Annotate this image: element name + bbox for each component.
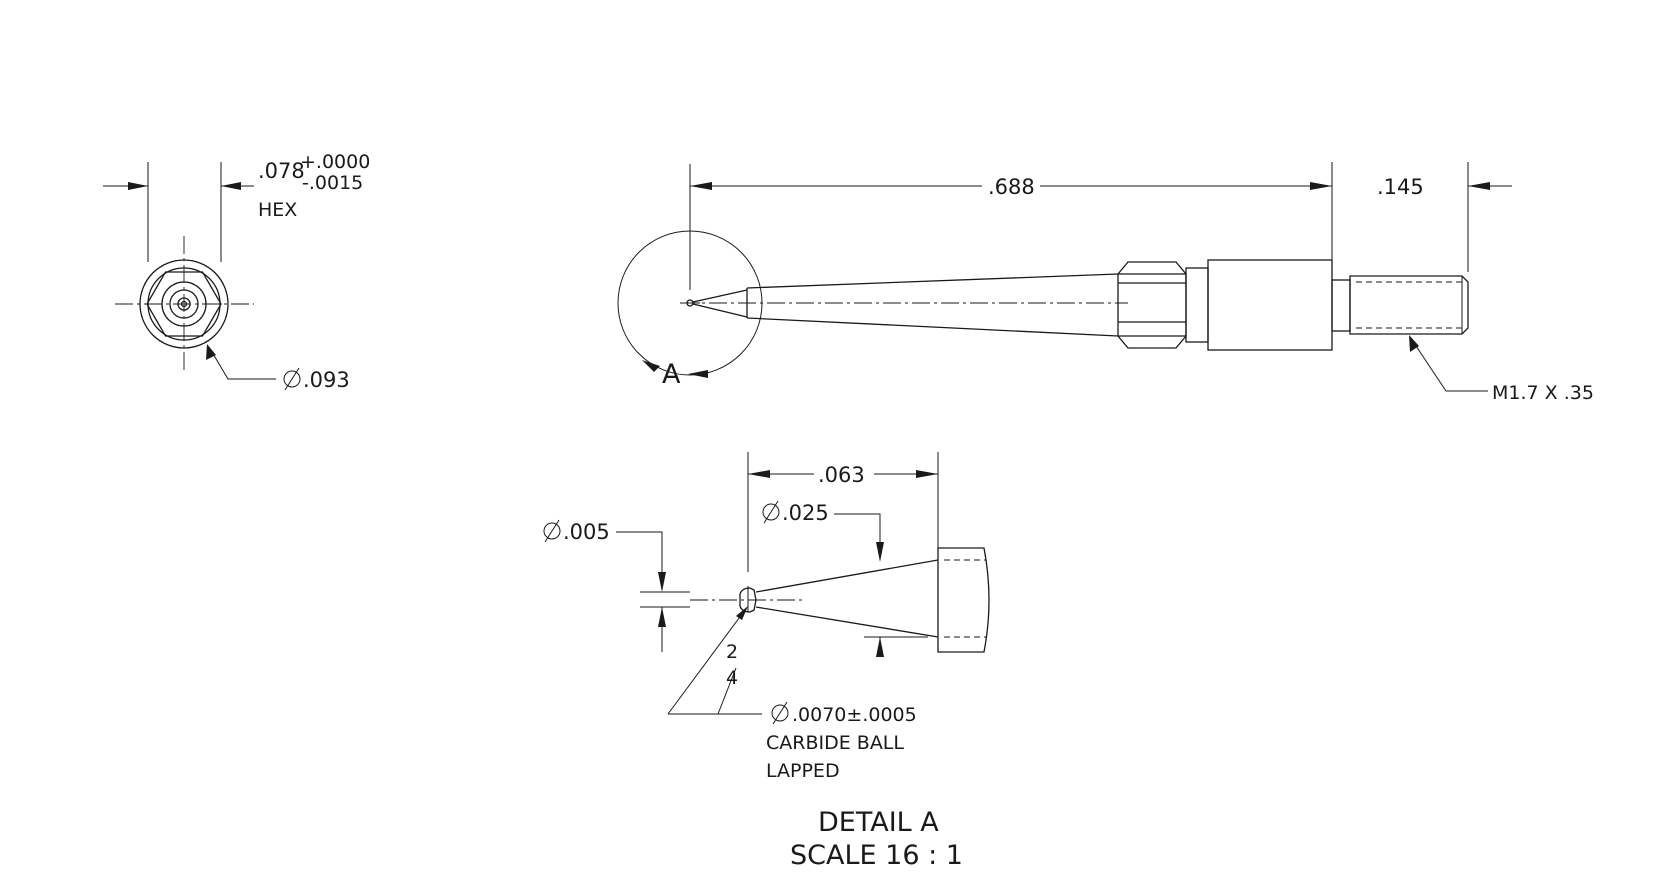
inner-circle-2 <box>169 289 199 319</box>
body-cylinder <box>1207 259 1333 351</box>
stylus-tip-lower <box>692 303 748 318</box>
outer-diameter-circle <box>139 259 229 349</box>
hex-label-text: HEX <box>258 199 297 221</box>
tip-circle <box>177 297 191 311</box>
thread-leader <box>1413 342 1488 392</box>
tip-diameter-text: .005 <box>563 520 610 544</box>
shank-diameter-text: .025 <box>782 501 829 525</box>
hex-outline <box>146 271 222 337</box>
tip-dot <box>180 300 188 308</box>
ball-diameter-text: .0070±.0005 <box>792 704 917 726</box>
detail-a-circle <box>617 230 763 376</box>
shank-dim-arrow-top <box>876 542 884 562</box>
thread-undercut <box>1331 279 1351 332</box>
detail-marker-text: A <box>662 359 681 390</box>
length-text: .688 <box>988 175 1035 199</box>
ball-leader-arrow <box>736 606 748 620</box>
ball-material-text: CARBIDE BALL <box>766 732 904 754</box>
thread-spec-text: M1.7 X .35 <box>1492 382 1594 404</box>
inner-circle <box>161 281 207 327</box>
angle-top-text: 2 <box>726 641 738 663</box>
end-view: .078 +.0000 -.0015 HEX .093 <box>103 151 370 392</box>
hex-inscribed-circle <box>147 267 221 341</box>
hex-section <box>1117 261 1187 349</box>
shank-dim-arrow-bottom <box>876 637 884 657</box>
side-view: .688 .145 A <box>617 162 1594 404</box>
hex-size-text: .078 <box>258 159 305 183</box>
stylus-tip-upper <box>692 289 748 303</box>
carbide-ball <box>739 587 757 613</box>
detail-scale-text: SCALE 16 : 1 <box>790 840 963 871</box>
thread-length-text: .145 <box>1377 175 1424 199</box>
angle-bottom-text: 4 <box>726 667 738 689</box>
stylus-taper-lower <box>746 317 1119 337</box>
arrow-left <box>128 182 148 190</box>
diameter-symbol <box>771 701 789 725</box>
detail-dim-arrow-right <box>916 470 938 478</box>
tip-dim-arrow-bottom <box>658 607 666 627</box>
thread-section <box>1349 275 1469 335</box>
diameter-symbol <box>762 500 780 524</box>
detail-cone-lower <box>755 606 939 638</box>
diameter-leader <box>211 351 276 380</box>
length-arrow-right <box>1310 182 1332 190</box>
shank-dim-leader-top <box>834 513 881 556</box>
detail-shank-section <box>937 547 990 653</box>
detail-arrow-2 <box>688 370 708 378</box>
diameter-symbol <box>543 519 561 543</box>
thread-leader-arrow <box>1409 335 1419 352</box>
detail-a-view: .063 .025 .005 <box>543 452 990 871</box>
arrow-right <box>221 182 241 190</box>
ball-finish-text: LAPPED <box>766 760 840 782</box>
diameter-leader-arrow <box>206 344 216 360</box>
detail-arrow-1 <box>642 360 660 372</box>
detail-title-text: DETAIL A <box>818 807 939 838</box>
ball-leader <box>667 609 746 715</box>
detail-length-text: .063 <box>818 463 865 487</box>
hex-tol-upper-text: +.0000 <box>300 151 370 173</box>
neck <box>1185 267 1209 343</box>
hex-tol-lower-text: -.0015 <box>302 172 363 194</box>
stylus-ball <box>686 299 694 307</box>
length-arrow-left <box>690 182 712 190</box>
diameter-symbol <box>283 367 301 391</box>
angle-line <box>717 667 737 715</box>
tip-dim-arrow-top <box>658 572 666 592</box>
tip-dim-leader-top <box>616 531 663 588</box>
detail-cone-upper <box>755 559 939 593</box>
thread-arrow <box>1468 182 1490 190</box>
detail-dim-arrow-left <box>748 470 770 478</box>
diameter-text: .093 <box>303 368 350 392</box>
stylus-taper-upper <box>746 273 1119 289</box>
